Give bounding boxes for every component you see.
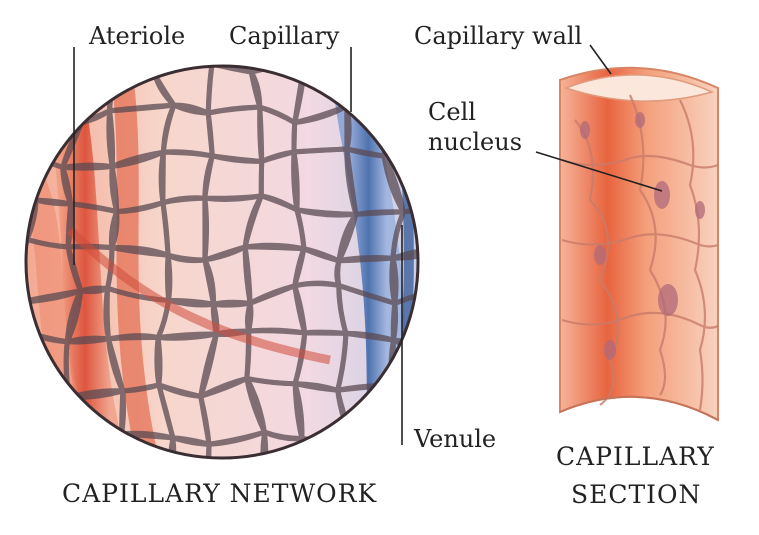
cell-boundary — [628, 94, 667, 396]
capillary-segment — [390, 204, 418, 261]
cell-nucleus — [658, 284, 678, 316]
capillary-wall-pointer-line — [589, 44, 612, 75]
capillary-segment — [166, 435, 213, 458]
capillary-segment — [116, 431, 177, 458]
cell-boundary — [561, 311, 719, 329]
cell-nucleus — [635, 112, 645, 128]
capillary-segment — [26, 429, 85, 458]
capillary-label: Capillary — [229, 22, 340, 50]
capillary-section-illustration — [559, 66, 719, 422]
capillary-section-caption-line1: CAPILLARY — [556, 442, 715, 471]
cell-nucleus-label-line2: nucleus — [428, 128, 523, 156]
capillary-segment — [390, 246, 418, 306]
pointer-lines — [73, 44, 663, 445]
capillary-segment — [26, 390, 71, 446]
capillary-section-caption-line2: SECTION — [571, 480, 702, 509]
venule-label: Venule — [414, 425, 497, 453]
cell-boundary — [679, 99, 707, 411]
capillary-segment — [344, 66, 401, 112]
capillary-segment — [26, 66, 85, 125]
ateriole-label: Ateriole — [89, 22, 186, 50]
cell-nucleus — [604, 340, 616, 360]
capillary-segment — [205, 429, 267, 458]
capillary-network-illustration — [24, 64, 420, 460]
capillary-segment — [381, 153, 418, 215]
cell-nucleus-pointer-line — [535, 151, 663, 192]
cell-nucleus — [654, 181, 670, 209]
capillary-segment — [390, 285, 418, 351]
capillary-network-caption: CAPILLARY NETWORK — [62, 479, 378, 508]
cell-nucleus — [594, 245, 606, 265]
capillary-wall-label: Capillary wall — [414, 22, 583, 50]
capillary-segment — [61, 431, 125, 458]
cell-nucleus — [580, 121, 590, 139]
capillary-segment — [390, 337, 418, 400]
cell-boundary — [561, 154, 719, 169]
capillary-segment — [261, 429, 305, 458]
cell-boundary — [561, 233, 719, 248]
cell-nucleus-label-line1: Cell — [428, 98, 476, 126]
cell-nucleus — [695, 201, 705, 219]
